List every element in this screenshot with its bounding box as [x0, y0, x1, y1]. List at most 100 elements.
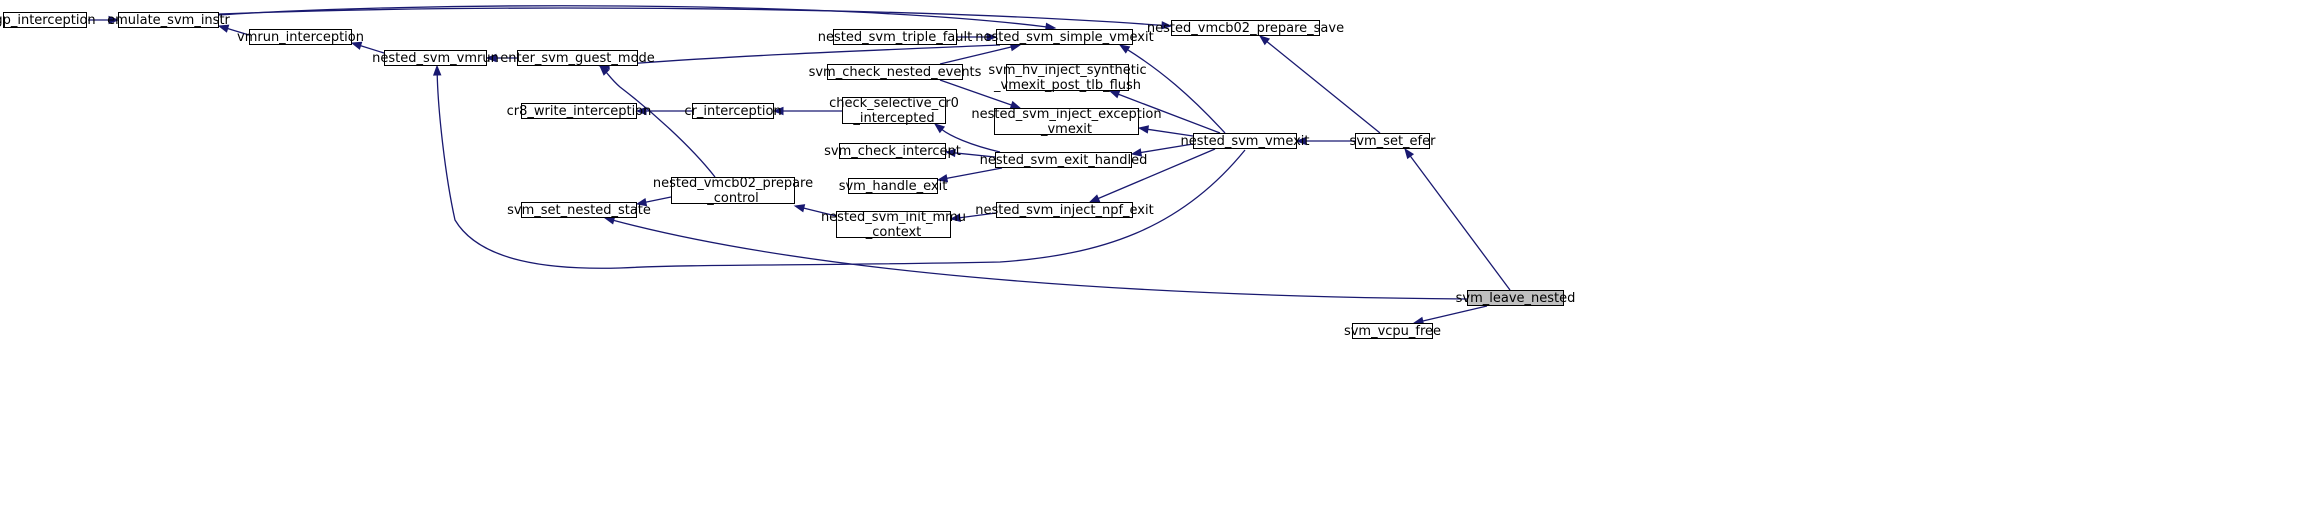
edge-arrowhead — [217, 24, 230, 33]
edge-line — [1126, 48, 1226, 134]
edge-line — [940, 128, 1001, 153]
node-cr8-write-interception[interactable]: cr8_write_interception — [506, 103, 652, 119]
edge-nested_svm_vmexit-to-nested_svm_inject_npf_exit — [1088, 148, 1216, 203]
node-emulate-svm-instr[interactable]: emulate_svm_instr — [107, 12, 230, 28]
edge-nested_svm_init_mmu_context-to-nested_vmcb02_prepare_control — [793, 204, 837, 217]
edge-arrowhead — [1137, 125, 1150, 134]
edge-line — [958, 212, 997, 219]
edge-svm_set_efer-to-nested_svm_vmexit — [1295, 136, 1355, 146]
node-enter-svm-guest-mode[interactable]: enter_svm_guest_mode — [500, 50, 655, 66]
edge-line — [218, 5, 1048, 28]
node-svm-check-intercept[interactable]: svm_check_intercept — [824, 143, 961, 159]
edge-emulate_svm_instr-to-nested_svm_simple_vmexit — [218, 5, 1057, 32]
edge-nested_svm_vmexit-to-nested_svm_vmrun — [432, 64, 1246, 269]
edge-line — [644, 196, 672, 204]
edge-arrowhead — [933, 123, 946, 134]
edge-nested_vmcb02_prepare_control-to-svm_set_nested_state — [635, 196, 672, 207]
node-nested-svm-inject-exception-vmexit[interactable]: nested_svm_inject_exception _vmexit — [971, 106, 1162, 137]
edge-line — [359, 44, 385, 54]
edge-line — [607, 44, 1001, 67]
edge-nested_svm_triple_fault-to-nested_svm_simple_vmexit — [957, 32, 998, 42]
edge-nested_svm_inject_npf_exit-to-nested_svm_init_mmu_context — [949, 212, 997, 222]
edge-nested_svm_vmrun-to-vmrun_interception — [350, 41, 385, 54]
edge-arrowhead — [1161, 21, 1173, 30]
edge-arrowhead — [772, 106, 784, 116]
edge-arrowhead — [1258, 35, 1271, 46]
node-nested-svm-exit-handled[interactable]: nested_svm_exit_handled — [979, 152, 1148, 168]
node-svm-set-efer[interactable]: svm_set_efer — [1349, 133, 1436, 149]
edge-nested_svm_exit_handled-to-svm_check_intercept — [944, 148, 996, 158]
edge-line — [939, 46, 1013, 65]
edge-arrowhead — [485, 53, 497, 63]
node-nested-svm-vmrun[interactable]: nested_svm_vmrun — [372, 50, 499, 66]
edge-arrowhead — [432, 64, 442, 76]
edge-arrowhead — [793, 204, 806, 213]
node-cr-interception[interactable]: cr_interception — [684, 103, 782, 119]
node-nested-svm-init-mmu-context[interactable]: nested_svm_init_mmu _context — [820, 209, 967, 240]
edge-svm_check_nested_events-to-nested_svm_simple_vmexit — [939, 43, 1022, 65]
edge-line — [1139, 143, 1194, 154]
edge-arrowhead — [1118, 44, 1131, 54]
edge-gp_interception-to-emulate_svm_instr — [88, 15, 120, 25]
edge-nested_svm_exit_handled-to-svm_handle_exit — [936, 167, 1003, 183]
edge-line — [1265, 40, 1381, 134]
edge-arrowhead — [1130, 148, 1143, 157]
edge-nested_svm_vmexit-to-nested_svm_simple_vmexit — [1118, 44, 1226, 134]
node-nested-svm-inject-npf-exit[interactable]: nested_svm_inject_npf_exit — [975, 202, 1154, 218]
node-nested-svm-simple-vmexit[interactable]: nested_svm_simple_vmexit — [975, 29, 1154, 45]
edge-line — [605, 71, 716, 178]
edge-nested_vmcb02_prepare_control-to-enter_svm_guest_mode — [599, 65, 716, 178]
node-svm-set-nested-state[interactable]: svm_set_nested_state — [507, 202, 651, 218]
node-svm-vcpu-free[interactable]: svm_vcpu_free — [1343, 323, 1442, 339]
edge-nested_svm_vmexit-to-nested_svm_inject_exception_vmexit — [1137, 125, 1194, 137]
edge-nested_svm_exit_handled-to-check_selective_cr0_intercepted — [933, 123, 1001, 153]
edge-svm_leave_nested-to-svm_set_nested_state — [603, 216, 1468, 300]
edge-arrowhead — [635, 197, 648, 207]
node-gp-interception[interactable]: gp_interception — [0, 12, 96, 28]
edge-emulate_svm_instr-to-nested_vmcb02_prepare_save — [218, 7, 1173, 30]
node-nested-svm-vmexit[interactable]: nested_svm_vmexit — [1180, 133, 1310, 149]
node-nested-svm-triple-fault[interactable]: nested_svm_triple_fault — [817, 29, 973, 45]
edge-arrowhead — [599, 65, 610, 76]
node-vmrun-interception[interactable]: vmrun_interception — [237, 29, 364, 45]
edge-line — [939, 79, 1013, 107]
edge-enter_svm_guest_mode-to-nested_svm_vmrun — [485, 53, 517, 63]
edge-arrowhead — [986, 32, 998, 42]
edge-arrowhead — [1404, 147, 1415, 160]
edge-line — [1409, 155, 1511, 291]
edge-arrowhead — [936, 174, 949, 183]
edge-vmrun_interception-to-emulate_svm_instr — [217, 24, 250, 36]
edge-line — [1146, 128, 1194, 137]
edge-arrowhead — [1295, 136, 1307, 146]
edge-line — [436, 73, 1246, 269]
edge-arrowhead — [635, 106, 647, 116]
edge-line — [945, 167, 1003, 180]
edge-arrowhead — [350, 41, 363, 50]
node-svm-leave-nested: svm_leave_nested — [1455, 290, 1576, 306]
edge-nested_svm_vmexit-to-nested_svm_exit_handled — [1130, 143, 1194, 157]
edge-line — [1097, 148, 1216, 200]
edge-line — [218, 7, 1164, 27]
edge-arrowhead — [944, 148, 956, 158]
node-nested-vmcb02-prepare-save[interactable]: nested_vmcb02_prepare_save — [1146, 20, 1345, 36]
edge-line — [1117, 93, 1221, 134]
node-nested-vmcb02-prepare-control[interactable]: nested_vmcb02_prepare _control — [652, 175, 814, 206]
edge-arrowhead — [108, 15, 120, 25]
node-check-selective-cr0-intercepted[interactable]: check_selective_cr0 _intercepted — [829, 95, 959, 126]
edge-svm_leave_nested-to-svm_vcpu_free — [1412, 305, 1488, 325]
edge-cr_interception-to-cr8_write_interception — [635, 106, 692, 116]
edge-arrowhead — [1088, 194, 1101, 203]
edge-line — [612, 219, 1468, 300]
node-svm-check-nested-events[interactable]: svm_check_nested_events — [808, 64, 982, 80]
edge-arrowhead — [949, 213, 961, 222]
edge-line — [802, 207, 837, 217]
edge-line — [226, 27, 250, 36]
edge-svm_set_efer-to-nested_vmcb02_prepare_save — [1258, 35, 1381, 134]
edge-check_selective_cr0_intercepted-to-cr_interception — [772, 106, 842, 116]
edge-svm_check_nested_events-to-nested_svm_inject_exception_vmexit — [939, 79, 1022, 109]
node-svm-handle-exit[interactable]: svm_handle_exit — [838, 178, 948, 194]
node-svm-hv-inject-synthetic-vmexit-post-tlb-flush[interactable]: svm_hv_inject_synthetic _vmexit_post_tlb… — [988, 62, 1147, 93]
edge-line — [953, 152, 996, 158]
edge-svm_leave_nested-to-svm_set_efer — [1404, 147, 1511, 291]
